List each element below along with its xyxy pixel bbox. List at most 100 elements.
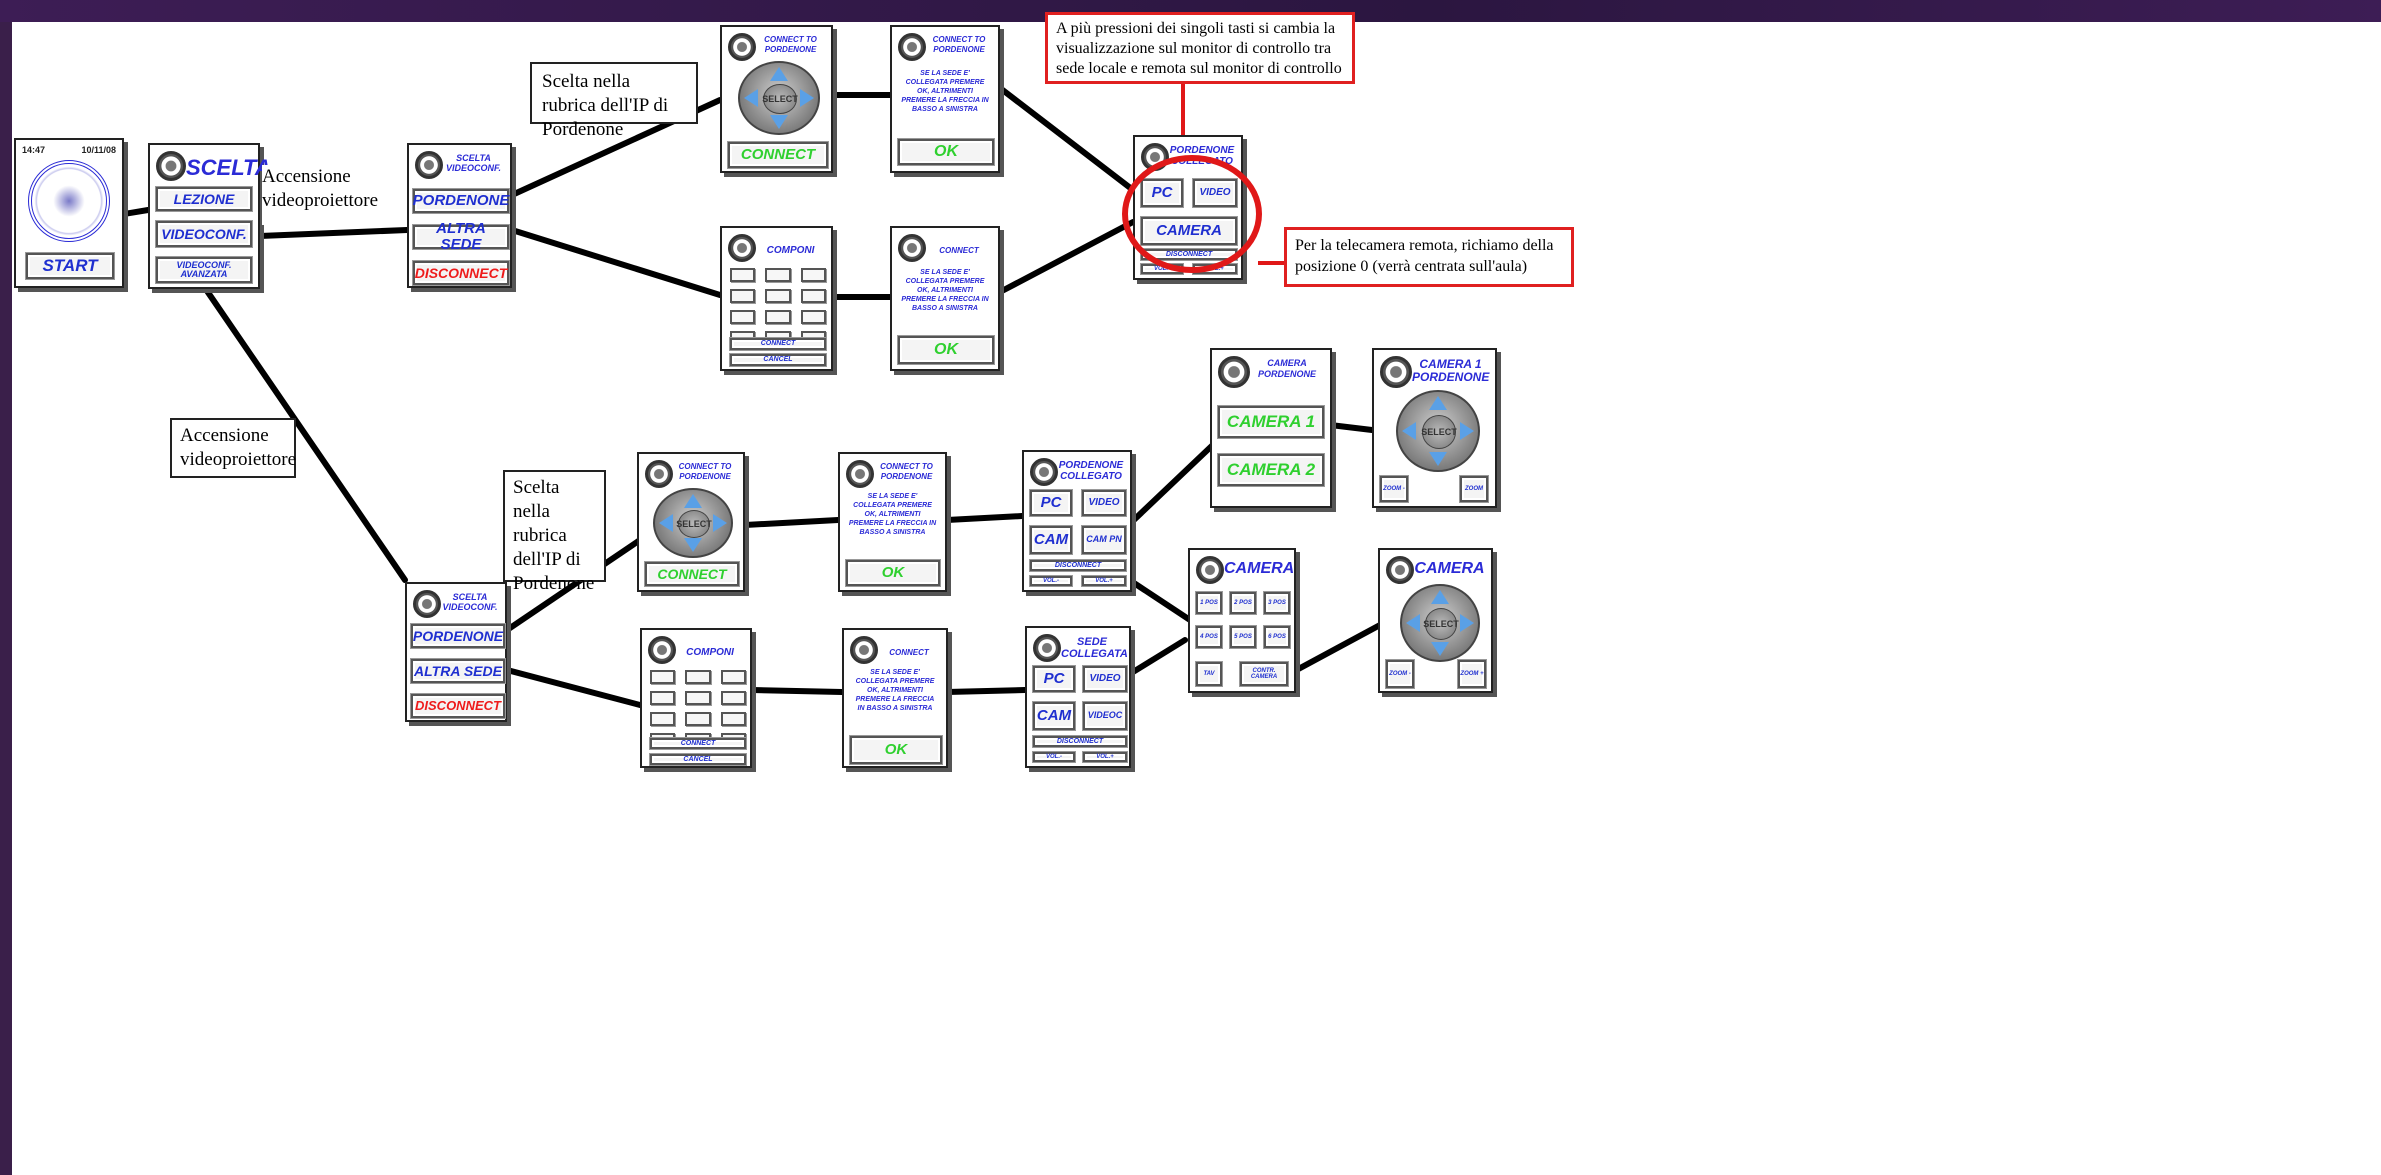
keypad-key[interactable] xyxy=(685,670,711,684)
keypad-key[interactable] xyxy=(730,268,756,282)
select-button[interactable]: SELECT xyxy=(1423,608,1459,640)
keypad-key[interactable] xyxy=(650,670,676,684)
pc-button[interactable]: PC xyxy=(1030,490,1072,516)
controllo-camera-button[interactable]: CONTR. CAMERA xyxy=(1240,662,1288,686)
altra-sede-button[interactable]: ALTRA SEDE xyxy=(413,221,509,252)
pc-button[interactable]: PC xyxy=(1033,666,1075,692)
ok-button[interactable]: OK xyxy=(898,336,994,364)
arrow-left-icon[interactable] xyxy=(659,514,673,532)
keypad-key[interactable] xyxy=(720,691,746,705)
arrow-right-icon[interactable] xyxy=(800,89,814,107)
camera-1-button[interactable]: CAMERA 1 xyxy=(1218,406,1324,438)
preset-1-button[interactable]: 1 POS xyxy=(1196,592,1222,614)
direction-pad[interactable]: SELECT xyxy=(738,61,820,135)
disconnect-button[interactable]: DISCONNECT xyxy=(413,261,509,285)
connect-button[interactable]: CONNECT xyxy=(730,338,826,350)
video-button[interactable]: VIDEO xyxy=(1082,490,1126,516)
panel-header: SCELTA VIDEOCONF. xyxy=(413,590,499,620)
connect-button[interactable]: CONNECT xyxy=(645,562,739,586)
arrow-up-icon[interactable] xyxy=(1429,396,1447,410)
arrow-right-icon[interactable] xyxy=(713,514,727,532)
direction-pad[interactable]: SELECT xyxy=(653,488,733,558)
pordenone-button[interactable]: PORDENONE xyxy=(411,624,505,648)
keypad-key[interactable] xyxy=(800,289,826,303)
logo-icon xyxy=(728,33,756,61)
disconnect-button[interactable]: DISCONNECT xyxy=(411,694,505,718)
componi-panel-1: COMPONI CONNECT CANCEL xyxy=(720,226,833,371)
cancel-button[interactable]: CANCEL xyxy=(730,354,826,366)
volume-up-button[interactable]: VOL.+ xyxy=(1082,576,1126,586)
arrow-up-icon[interactable] xyxy=(1431,590,1449,604)
arrow-up-icon[interactable] xyxy=(684,494,702,508)
ok-button[interactable]: OK xyxy=(846,560,940,586)
arrow-down-icon[interactable] xyxy=(770,115,788,129)
keypad-key[interactable] xyxy=(765,289,791,303)
ok-button[interactable]: OK xyxy=(898,139,994,165)
zoom-in-button[interactable]: ZOOM + xyxy=(1458,660,1486,688)
direction-pad[interactable]: SELECT xyxy=(1400,584,1480,662)
arrow-left-icon[interactable] xyxy=(1406,614,1420,632)
videoconf-button[interactable]: VIDEOCONF. xyxy=(156,221,252,247)
panel-header: CONNECT TO PORDENONE xyxy=(846,460,939,490)
arrow-left-icon[interactable] xyxy=(744,89,758,107)
arrow-right-icon[interactable] xyxy=(1460,422,1474,440)
arrow-up-icon[interactable] xyxy=(770,67,788,81)
volume-down-button[interactable]: VOL.- xyxy=(1033,752,1075,762)
tav-button[interactable]: TAV xyxy=(1196,662,1222,686)
zoom-in-button[interactable]: ZOOM xyxy=(1460,476,1488,502)
select-button[interactable]: SELECT xyxy=(676,509,712,539)
connect-button[interactable]: CONNECT xyxy=(650,738,746,749)
video-button[interactable]: VIDEO xyxy=(1083,666,1127,692)
start-button[interactable]: START xyxy=(26,253,114,279)
keypad-key[interactable] xyxy=(730,310,756,324)
connect-button[interactable]: CONNECT xyxy=(728,142,828,168)
preset-6-button[interactable]: 6 POS xyxy=(1264,626,1290,648)
disconnect-button[interactable]: DISCONNECT xyxy=(1033,736,1127,747)
panel-title: CAMERA xyxy=(1414,560,1485,577)
preset-3-button[interactable]: 3 POS xyxy=(1264,592,1290,614)
keypad-key[interactable] xyxy=(720,670,746,684)
volume-up-button[interactable]: VOL.+ xyxy=(1083,752,1127,762)
cam-button[interactable]: CAM xyxy=(1030,526,1072,554)
disconnect-button[interactable]: DISCONNECT xyxy=(1030,560,1126,571)
arrow-left-icon[interactable] xyxy=(1402,422,1416,440)
keypad-key[interactable] xyxy=(685,691,711,705)
keypad-key[interactable] xyxy=(720,712,746,726)
altra-sede-button[interactable]: ALTRA SEDE xyxy=(411,659,505,683)
keypad-key[interactable] xyxy=(730,289,756,303)
preset-2-button[interactable]: 2 POS xyxy=(1230,592,1256,614)
panel-title: SCELTA VIDEOCONF. xyxy=(442,592,498,612)
volume-down-button[interactable]: VOL.- xyxy=(1030,576,1072,586)
preset-5-button[interactable]: 5 POS xyxy=(1230,626,1256,648)
panel-header: CONNECT xyxy=(898,234,992,264)
keypad-key[interactable] xyxy=(765,310,791,324)
arrow-right-icon[interactable] xyxy=(1460,614,1474,632)
camera-2-button[interactable]: CAMERA 2 xyxy=(1218,454,1324,486)
select-button[interactable]: SELECT xyxy=(1421,415,1457,449)
videoconf-avanzata-button[interactable]: VIDEOCONF. AVANZATA xyxy=(156,257,252,283)
ok-button[interactable]: OK xyxy=(850,736,942,764)
arrow-down-icon[interactable] xyxy=(1431,642,1449,656)
videoc-button[interactable]: VIDEOC xyxy=(1083,702,1127,730)
keypad-key[interactable] xyxy=(765,268,791,282)
cancel-button[interactable]: CANCEL xyxy=(650,754,746,765)
preset-4-button[interactable]: 4 POS xyxy=(1196,626,1222,648)
cam-pn-button[interactable]: CAM PN xyxy=(1082,526,1126,554)
logo-icon xyxy=(846,460,874,488)
lezione-button[interactable]: LEZIONE xyxy=(156,187,252,211)
annotation-telecamera: Per la telecamera remota, richiamo della… xyxy=(1284,227,1574,287)
arrow-down-icon[interactable] xyxy=(684,538,702,552)
link-conf1-pc xyxy=(997,85,1136,193)
keypad-key[interactable] xyxy=(685,712,711,726)
direction-pad[interactable]: SELECT xyxy=(1396,390,1480,472)
arrow-down-icon[interactable] xyxy=(1429,452,1447,466)
zoom-out-button[interactable]: ZOOM - xyxy=(1386,660,1414,688)
cam-button[interactable]: CAM xyxy=(1033,702,1075,730)
keypad-key[interactable] xyxy=(800,268,826,282)
keypad-key[interactable] xyxy=(650,712,676,726)
zoom-out-button[interactable]: ZOOM - xyxy=(1380,476,1408,502)
keypad-key[interactable] xyxy=(800,310,826,324)
keypad-key[interactable] xyxy=(650,691,676,705)
select-button[interactable]: SELECT xyxy=(762,84,798,114)
pordenone-button[interactable]: PORDENONE xyxy=(413,189,509,213)
